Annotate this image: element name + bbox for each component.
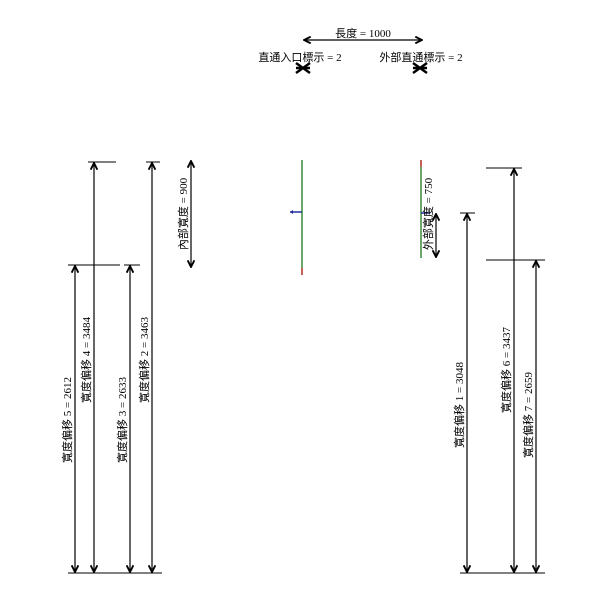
exterior-marker-label: 外部直通標示 = 2 [379,50,462,64]
dimension-label: 寬度偏移 4 = 3484 [79,317,93,403]
inner-wall-line[interactable] [290,160,303,275]
length-dimension[interactable]: 長度 = 1000 [304,26,422,40]
length-label: 長度 = 1000 [335,26,391,40]
dimension-label: 寬度偏移 5 = 2612 [60,377,74,463]
dimension-offset2[interactable]: 寬度偏移 2 = 3463 [137,163,152,572]
dimension-offset4[interactable]: 寬度偏移 4 = 3484 [79,163,94,572]
dimension-label: 寬度偏移 1 = 3048 [452,362,466,448]
dimension-label: 寬度偏移 3 = 2633 [115,377,129,463]
dimension-label: 內部寬度 = 900 [176,177,190,250]
dimension-offset1[interactable]: 寬度偏移 1 = 3048 [452,214,467,572]
exterior-marker-x-icon[interactable] [412,61,428,75]
dimension-label: 寬度偏移 6 = 3437 [499,327,513,413]
dimension-label: 外部寬度 = 750 [421,177,435,250]
dimension-offset5[interactable]: 寬度偏移 5 = 2612 [60,266,75,572]
dimension-inner[interactable]: 內部寬度 = 900 [176,161,191,267]
dimension-offset7[interactable]: 寬度偏移 7 = 2659 [521,261,536,572]
dimension-outer[interactable]: 外部寬度 = 750 [421,177,436,257]
dimension-label: 寬度偏移 7 = 2659 [521,372,535,458]
dimension-offset6[interactable]: 寬度偏移 6 = 3437 [499,169,514,572]
dimension-label: 寬度偏移 2 = 3463 [137,317,151,403]
dimension-offset3[interactable]: 寬度偏移 3 = 2633 [115,266,130,572]
entry-marker-label: 直通入口標示 = 2 [258,50,341,64]
entry-marker-x-icon[interactable] [295,61,311,75]
outer-wall-line[interactable] [420,160,430,258]
